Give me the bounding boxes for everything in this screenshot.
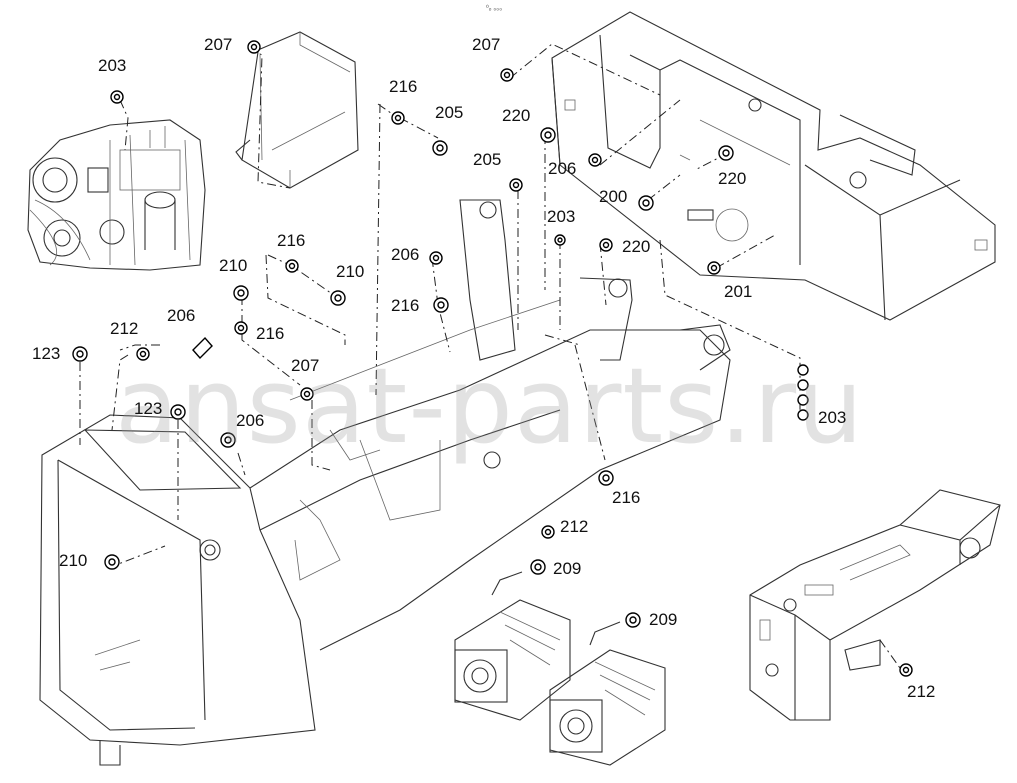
callout-label: 200 xyxy=(599,187,628,206)
callout-label: 220 xyxy=(502,106,531,125)
corner-mark: ⁰ₒ ₀₀₀ xyxy=(486,5,503,12)
main-frame-drawing xyxy=(39,199,731,766)
callout-label: 207 xyxy=(291,356,320,375)
callout-label: 207 xyxy=(472,35,501,54)
callout-label: 123 xyxy=(134,399,163,418)
watermark: ansat-parts.ru xyxy=(115,345,865,467)
leader-lines xyxy=(79,43,901,669)
callout-label: 206 xyxy=(167,306,196,325)
callout-label: 220 xyxy=(718,169,747,188)
upper-tray-drawing xyxy=(235,31,359,189)
callout-label: 209 xyxy=(649,610,678,629)
callout-label: 216 xyxy=(391,296,420,315)
callout-label: 212 xyxy=(110,319,139,338)
hydraulic-pumps-drawing xyxy=(454,571,666,766)
callout-label: 206 xyxy=(548,159,577,178)
callout-label: 210 xyxy=(59,551,88,570)
callout-label: 216 xyxy=(389,77,418,96)
callout-label: 123 xyxy=(32,344,61,363)
engine-drawing xyxy=(27,119,206,271)
callout-label: 207 xyxy=(204,35,233,54)
callout-label: 220 xyxy=(622,237,651,256)
rear-bracket-drawing xyxy=(749,489,1001,721)
callout-label: 210 xyxy=(219,256,248,275)
callout-label: 209 xyxy=(553,559,582,578)
callout-label: 212 xyxy=(907,682,936,701)
callout-label: 201 xyxy=(724,282,753,301)
callout-label: 212 xyxy=(560,517,589,536)
callout-label: 216 xyxy=(612,488,641,507)
callout-label: 203 xyxy=(818,408,847,427)
callout-label: 206 xyxy=(236,411,265,430)
callout-label: 216 xyxy=(277,231,306,250)
clip-parts xyxy=(72,40,913,677)
callout-label: 210 xyxy=(336,262,365,281)
callout-label: 203 xyxy=(547,207,576,226)
callout-label: 216 xyxy=(256,324,285,343)
callout-label: 203 xyxy=(98,56,127,75)
cab-hood-drawing xyxy=(551,11,996,321)
callout-label: 205 xyxy=(435,103,464,122)
callout-label: 205 xyxy=(473,150,502,169)
callout-label: 206 xyxy=(391,245,420,264)
